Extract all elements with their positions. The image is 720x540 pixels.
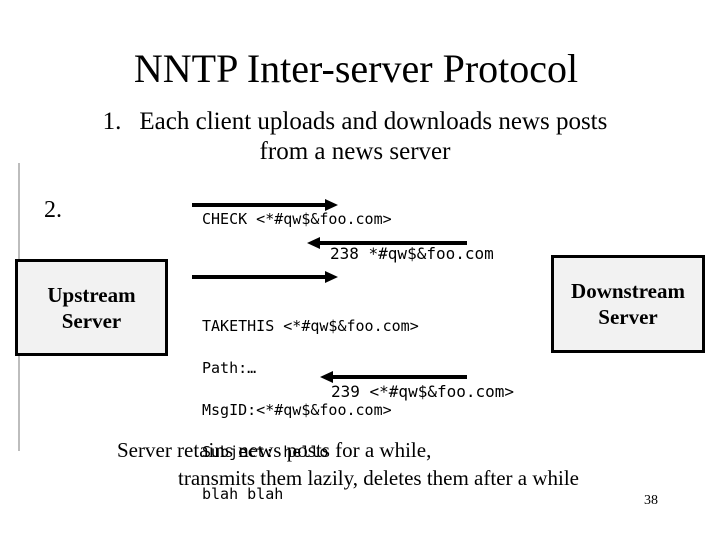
arrow-shaft <box>192 203 326 207</box>
downstream-label-line2: Server <box>598 305 658 329</box>
takethis-message-block: TAKETHIS <*#qw$&foo.com> Path:… MsgID:<*… <box>202 291 419 529</box>
footer-text-line2: transmits them lazily, deletes them afte… <box>178 466 579 490</box>
footer-text-line1: Server retains news posts for a while, <box>117 438 432 462</box>
downstream-label-line1: Downstream <box>571 279 685 303</box>
arrow-head <box>325 199 338 211</box>
bullet-item-1: 1. Each client uploads and downloads news… <box>70 107 640 167</box>
takethis-line: Subject: hello <box>202 443 329 461</box>
bullet-number: 1. <box>102 108 122 135</box>
check-message: CHECK <*#qw$&foo.com> <box>202 210 392 228</box>
takethis-line: blah blah <box>202 485 284 503</box>
arrow-shaft <box>192 275 326 279</box>
page-title: NNTP Inter-server Protocol <box>133 46 579 91</box>
upstream-server-box: Upstream Server <box>15 259 168 356</box>
response-239-message: 239 <*#qw$&foo.com> <box>331 382 515 401</box>
bullet-number-2: 2. <box>44 197 62 223</box>
bullet-item-1-line1: 1. Each client uploads and downloads news… <box>70 107 640 137</box>
response-238-message: 238 *#qw$&foo.com <box>330 244 494 263</box>
arrow-head <box>307 237 320 249</box>
upstream-label-line1: Upstream <box>47 282 136 307</box>
upstream-label-line2: Server <box>61 308 122 333</box>
takethis-line: MsgID:<*#qw$&foo.com> <box>202 401 392 419</box>
arrow-head <box>325 271 338 283</box>
upstream-server-label: Upstream Server <box>47 282 135 334</box>
page-number: 38 <box>644 493 658 508</box>
takethis-line: TAKETHIS <*#qw$&foo.com> <box>202 317 419 335</box>
bullet-text-line2: from a news server <box>259 138 451 165</box>
bullet-text: Each client uploads and downloads news p… <box>139 108 608 135</box>
arrow-shaft <box>332 375 467 379</box>
downstream-server-box: Downstream Server <box>551 255 705 353</box>
arrow-head <box>320 371 333 383</box>
arrow-shaft <box>319 241 467 245</box>
downstream-server-label: Downstream Server <box>571 278 685 330</box>
takethis-line: Path:… <box>202 359 257 377</box>
